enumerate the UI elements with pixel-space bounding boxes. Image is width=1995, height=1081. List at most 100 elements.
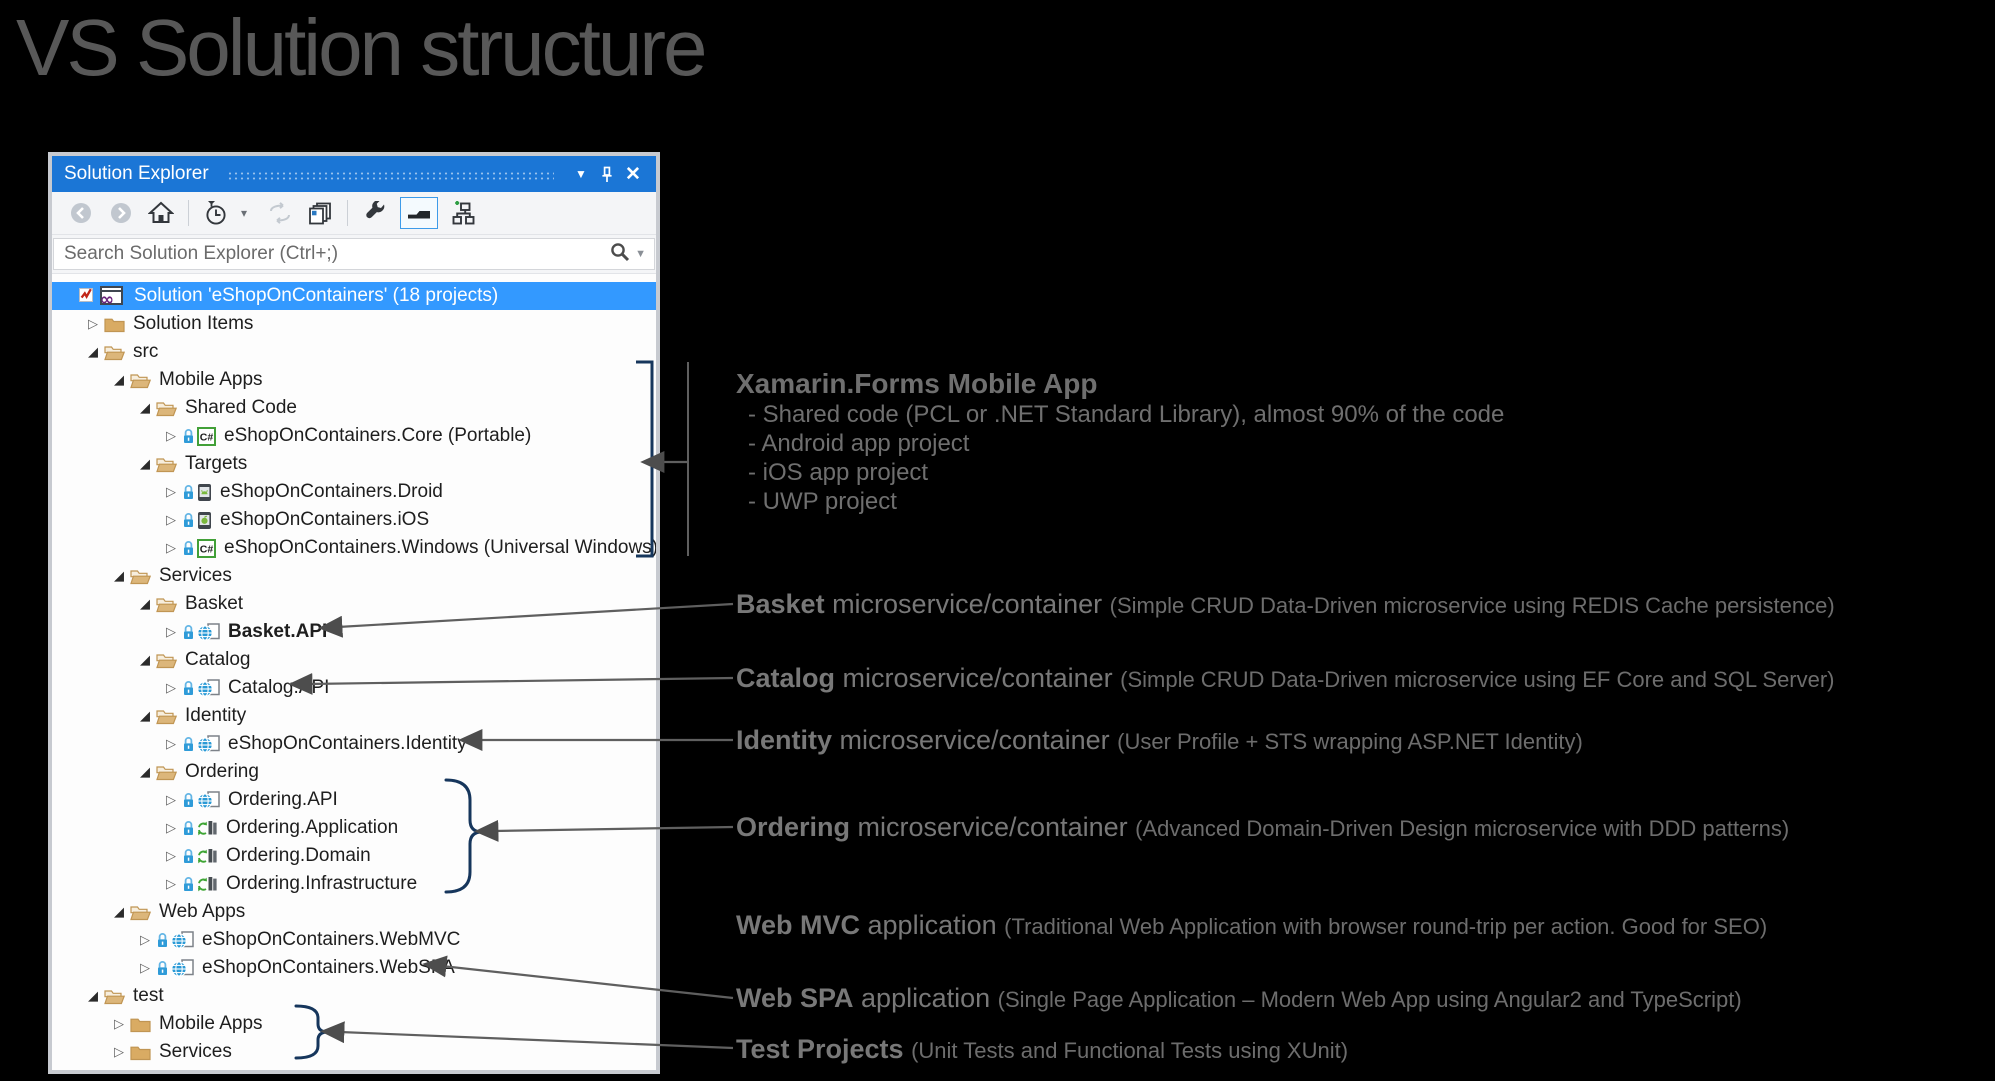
expander-icon[interactable]: ▷ [114, 1044, 124, 1059]
tree-item[interactable]: ▷ eShopOnContainers.WebMVC [52, 926, 656, 954]
wrench-icon[interactable] [360, 198, 390, 228]
expander-icon[interactable]: ◢ [114, 372, 124, 387]
svg-text:C#: C# [200, 431, 214, 443]
expander-icon[interactable]: ◢ [140, 596, 150, 611]
tree-item-label: Catalog [185, 649, 251, 670]
tree-item[interactable]: ▷ Ordering.API [52, 786, 656, 814]
tree-item[interactable]: ▷ Solution Items [52, 310, 656, 338]
expander-icon[interactable]: ▷ [166, 512, 176, 527]
search-box[interactable]: ▼ [53, 238, 655, 270]
lock-icon [156, 960, 169, 977]
tree-item[interactable]: ▷ Services [52, 1038, 656, 1066]
xamarin-annotation-item: - iOS app project [748, 459, 929, 486]
annotation-paren: (Simple CRUD Data-Driven microservice us… [1120, 667, 1835, 692]
tree-item[interactable]: ▷ Catalog.API [52, 674, 656, 702]
tree-item[interactable]: ▷ eShopOnContainers.Identity [52, 730, 656, 758]
project-type-icon [197, 735, 220, 753]
tree-item-label: Mobile Apps [159, 369, 263, 390]
tree-item[interactable]: ∞ Solution 'eShopOnContainers' (18 proje… [52, 282, 656, 310]
tree-item[interactable]: ▷ eShopOnContainers.iOS [52, 506, 656, 534]
tree-item-label: eShopOnContainers.WebSPA [202, 957, 455, 978]
toolbar-separator [347, 200, 348, 226]
expander-icon[interactable]: ◢ [88, 344, 98, 359]
tree-item[interactable]: ◢ Services [52, 562, 656, 590]
expander-icon[interactable]: ◢ [140, 764, 150, 779]
expander-icon[interactable]: ▷ [166, 680, 176, 695]
properties-pages-icon[interactable] [305, 198, 335, 228]
dropdown-caret-icon[interactable]: ▾ [241, 206, 248, 220]
back-icon[interactable] [66, 198, 96, 228]
tree-item[interactable]: ▷ eShopOnContainers.Droid [52, 478, 656, 506]
tree-item[interactable]: ◢ Identity [52, 702, 656, 730]
sync-icon[interactable] [265, 198, 295, 228]
tree-item[interactable]: ◢ Ordering [52, 758, 656, 786]
project-type-icon [171, 931, 194, 949]
tree-item[interactable]: ▷ Mobile Apps [52, 1010, 656, 1038]
expander-icon[interactable]: ▷ [166, 428, 176, 443]
tree-item-label: Ordering.API [228, 789, 338, 810]
lock-icon [182, 540, 195, 557]
tree-item[interactable]: ◢ Basket [52, 590, 656, 618]
expander-icon[interactable]: ◢ [140, 400, 150, 415]
expander-icon[interactable]: ◢ [88, 988, 98, 1003]
expander-icon[interactable]: ▷ [140, 932, 150, 947]
expander-icon[interactable]: ▷ [166, 848, 176, 863]
expander-icon[interactable]: ▷ [166, 876, 176, 891]
annotation-mid: application [860, 910, 1005, 940]
tree-item[interactable]: ◢ src [52, 338, 656, 366]
tree-item[interactable]: ◢ Web Apps [52, 898, 656, 926]
tree-item[interactable]: ◢ Shared Code [52, 394, 656, 422]
forward-icon[interactable] [106, 198, 136, 228]
annotation-mid: microservice/container [850, 812, 1136, 842]
expander-icon[interactable]: ◢ [140, 456, 150, 471]
annotation-bold: Test Projects [736, 1034, 904, 1064]
lock-icon [182, 484, 195, 501]
tree-item[interactable]: ▷ eShopOnContainers.WebSPA [52, 954, 656, 982]
xamarin-annotation-item: - Android app project [748, 430, 970, 457]
tree-item[interactable]: ▷ C# eShopOnContainers.Core (Portable) [52, 422, 656, 450]
search-icon[interactable] [609, 241, 631, 268]
tree-item[interactable]: ◢ Catalog [52, 646, 656, 674]
lock-icon [182, 736, 195, 753]
tree-item[interactable]: ▷ C# eShopOnContainers.Windows (Universa… [52, 534, 656, 562]
tree-item[interactable]: ▷ Ordering.Application [52, 814, 656, 842]
expander-icon[interactable]: ▷ [166, 792, 176, 807]
tree-item-label: Basket.API [228, 621, 328, 642]
window-position-caret-icon[interactable]: ▼ [575, 167, 587, 181]
expander-icon[interactable]: ◢ [140, 652, 150, 667]
annotation-paren: (Single Page Application – Modern Web Ap… [997, 987, 1742, 1012]
tree-item[interactable]: ▷ Ordering.Infrastructure [52, 870, 656, 898]
expander-icon[interactable]: ▷ [166, 624, 176, 639]
search-input[interactable] [54, 243, 610, 265]
search-options-caret-icon[interactable]: ▼ [635, 248, 646, 260]
annotation-mid: microservice/container [824, 589, 1110, 619]
tree-item[interactable]: ▷ Ordering.Domain [52, 842, 656, 870]
tree-item[interactable]: ▷ Basket.API [52, 618, 656, 646]
expander-icon[interactable]: ◢ [140, 708, 150, 723]
tree-item[interactable]: ◢ Mobile Apps [52, 366, 656, 394]
tree-item[interactable]: ◢ Targets [52, 450, 656, 478]
pending-changes-filter-icon[interactable] [201, 198, 231, 228]
tree-item[interactable]: ◢ test [52, 982, 656, 1010]
pin-icon[interactable] [594, 166, 620, 183]
titlebar-grip-dots[interactable] [226, 171, 554, 181]
expander-icon[interactable]: ▷ [166, 484, 176, 499]
expander-icon[interactable]: ◢ [114, 568, 124, 583]
expander-icon[interactable]: ▷ [140, 960, 150, 975]
expander-icon[interactable]: ▷ [88, 316, 98, 331]
expander-icon[interactable]: ▷ [114, 1016, 124, 1031]
home-icon[interactable] [146, 198, 176, 228]
expander-icon[interactable]: ▷ [166, 820, 176, 835]
expander-icon[interactable]: ▷ [166, 736, 176, 751]
tree-item-label: eShopOnContainers.Windows (Universal Win… [224, 537, 656, 558]
show-all-files-icon[interactable] [448, 198, 478, 228]
expander-icon[interactable]: ▷ [166, 540, 176, 555]
tree-item-label: eShopOnContainers.iOS [220, 509, 430, 530]
expander-icon[interactable]: ◢ [114, 904, 124, 919]
xamarin-annotation-item: - UWP project [748, 488, 897, 515]
search-row: ▼ [52, 235, 656, 274]
lock-icon [182, 680, 195, 697]
preview-selected-items-icon[interactable] [400, 197, 438, 229]
close-icon[interactable]: ✕ [625, 163, 641, 185]
panel-titlebar[interactable]: Solution Explorer ▼ ✕ [52, 156, 656, 192]
